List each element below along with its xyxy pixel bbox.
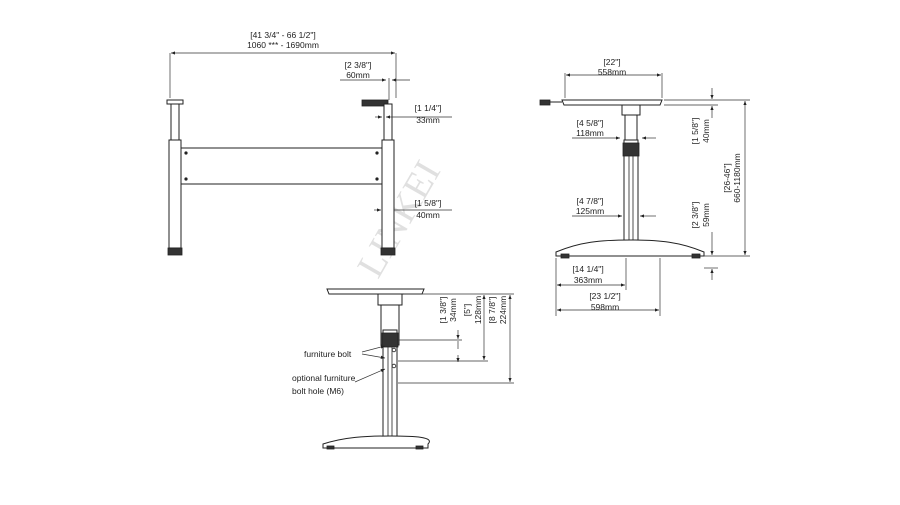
d1-in: [1 3/8"] [438,297,448,324]
column-in: [4 7/8"] [577,196,604,206]
top-depth-in: [22"] [603,57,620,67]
d3-in: [8 7/8"] [487,297,497,324]
d3-mm: 224mm [498,296,508,324]
d2-mm: 128mm [473,296,483,324]
height-mm: 660-1180mm [732,153,742,202]
base-in: [14 1/4"] [572,264,603,274]
leg-in: [1 5/8"] [415,198,442,208]
detail-view: furniture bolt optional furniture bolt h… [292,288,514,450]
top-thk-in: [1 5/8"] [690,118,700,145]
top-depth-mm: 558mm [598,67,626,77]
bolt-hole-label-1: optional furniture [292,373,356,383]
front-view: [41 3/4" - 66 1/2"] 1060 *** - 1690mm [2… [166,30,452,256]
foot-offset-in: [2 3/8"] [345,60,372,70]
d1-mm: 34mm [448,298,458,322]
front-width-mm: 1060 *** - 1690mm [247,40,319,50]
upper-mm: 118mm [576,128,604,138]
bracket-in: [1 1/4"] [415,103,442,113]
top-thk-mm: 40mm [701,119,711,143]
side-view: [22"] 558mm [4 5/8"] 118mm [4 7/8"] 125m… [539,57,750,316]
height-in: [26-46"] [722,163,732,192]
column-mm: 125mm [576,206,604,216]
base-mm: 363mm [574,275,602,285]
foot-offset-mm: 60mm [346,70,370,80]
front-width-in: [41 3/4" - 66 1/2"] [250,30,316,40]
furniture-bolt-label: furniture bolt [304,349,352,359]
leg-mm: 40mm [416,210,440,220]
foot-h-in: [2 3/8"] [690,202,700,229]
bolt-hole-label-2: bolt hole (M6) [292,386,344,396]
foot-mm: 598mm [591,302,619,312]
bracket-mm: 33mm [416,115,440,125]
foot-in: [23 1/2"] [589,291,620,301]
upper-in: [4 5/8"] [577,118,604,128]
d2-in: [5"] [462,304,472,316]
foot-h-mm: 59mm [701,203,711,227]
